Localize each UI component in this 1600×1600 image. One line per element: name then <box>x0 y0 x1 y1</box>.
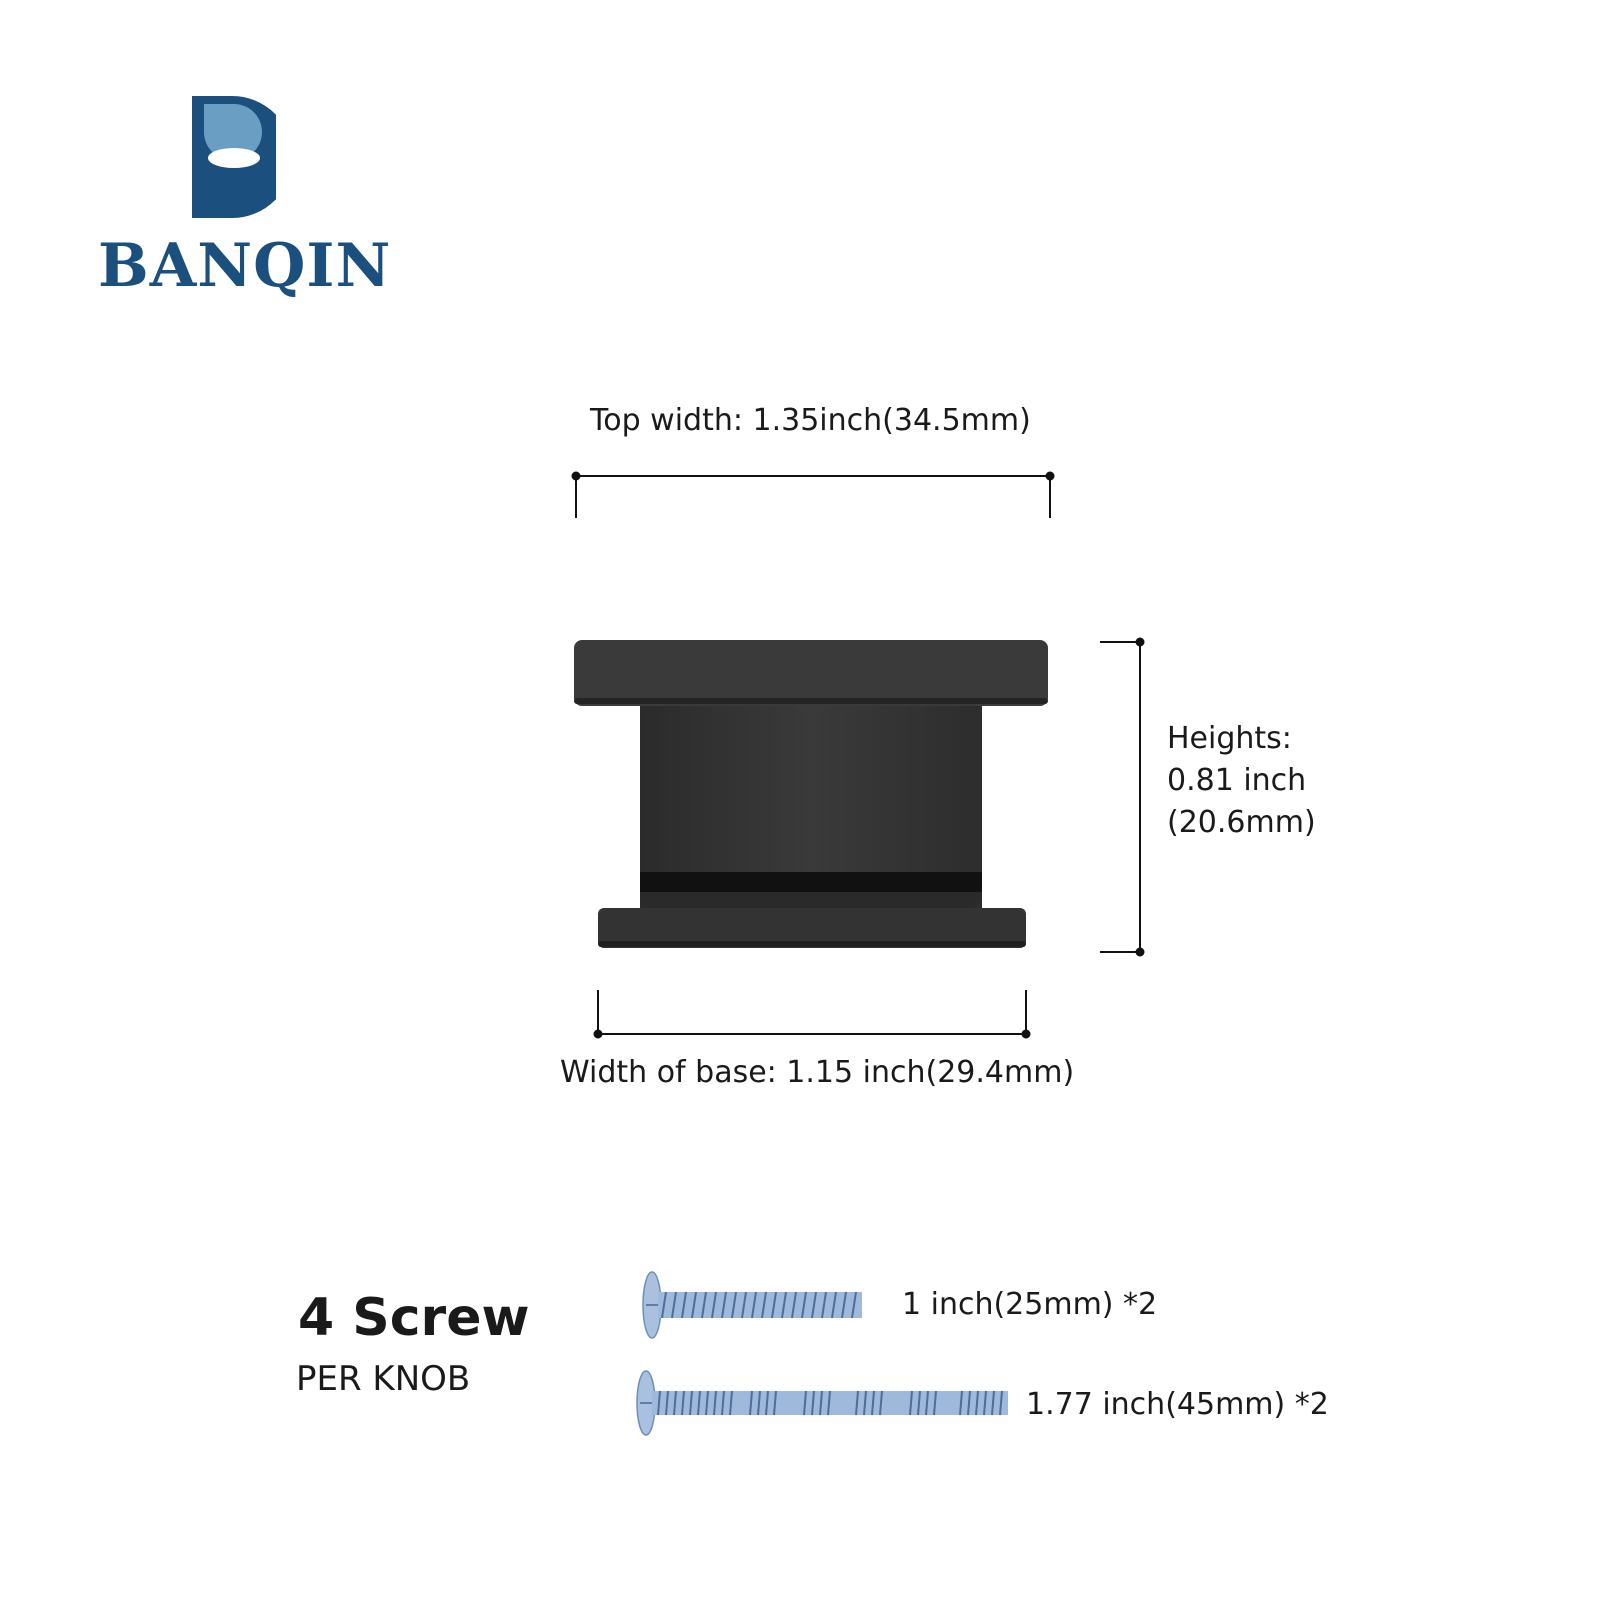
top-width-label: Top width: 1.35inch(34.5mm) <box>590 403 1031 438</box>
banqin-logo-icon <box>192 96 276 218</box>
long-screw-icon <box>636 1370 1008 1436</box>
per-knob-label: PER KNOB <box>296 1359 471 1399</box>
base-width-label: Width of base: 1.15 inch(29.4mm) <box>560 1055 1075 1090</box>
screw-count-label: 4 Screw <box>298 1288 530 1348</box>
short-screw-label: 1 inch(25mm) *2 <box>902 1287 1158 1322</box>
knob-product-image <box>574 640 1048 948</box>
brand-name: BANQIN <box>98 231 392 301</box>
short-screw-icon <box>642 1271 862 1339</box>
long-screw-label: 1.77 inch(45mm) *2 <box>1026 1387 1329 1422</box>
height-label: Heights: 0.81 inch (20.6mm) <box>1167 721 1316 840</box>
